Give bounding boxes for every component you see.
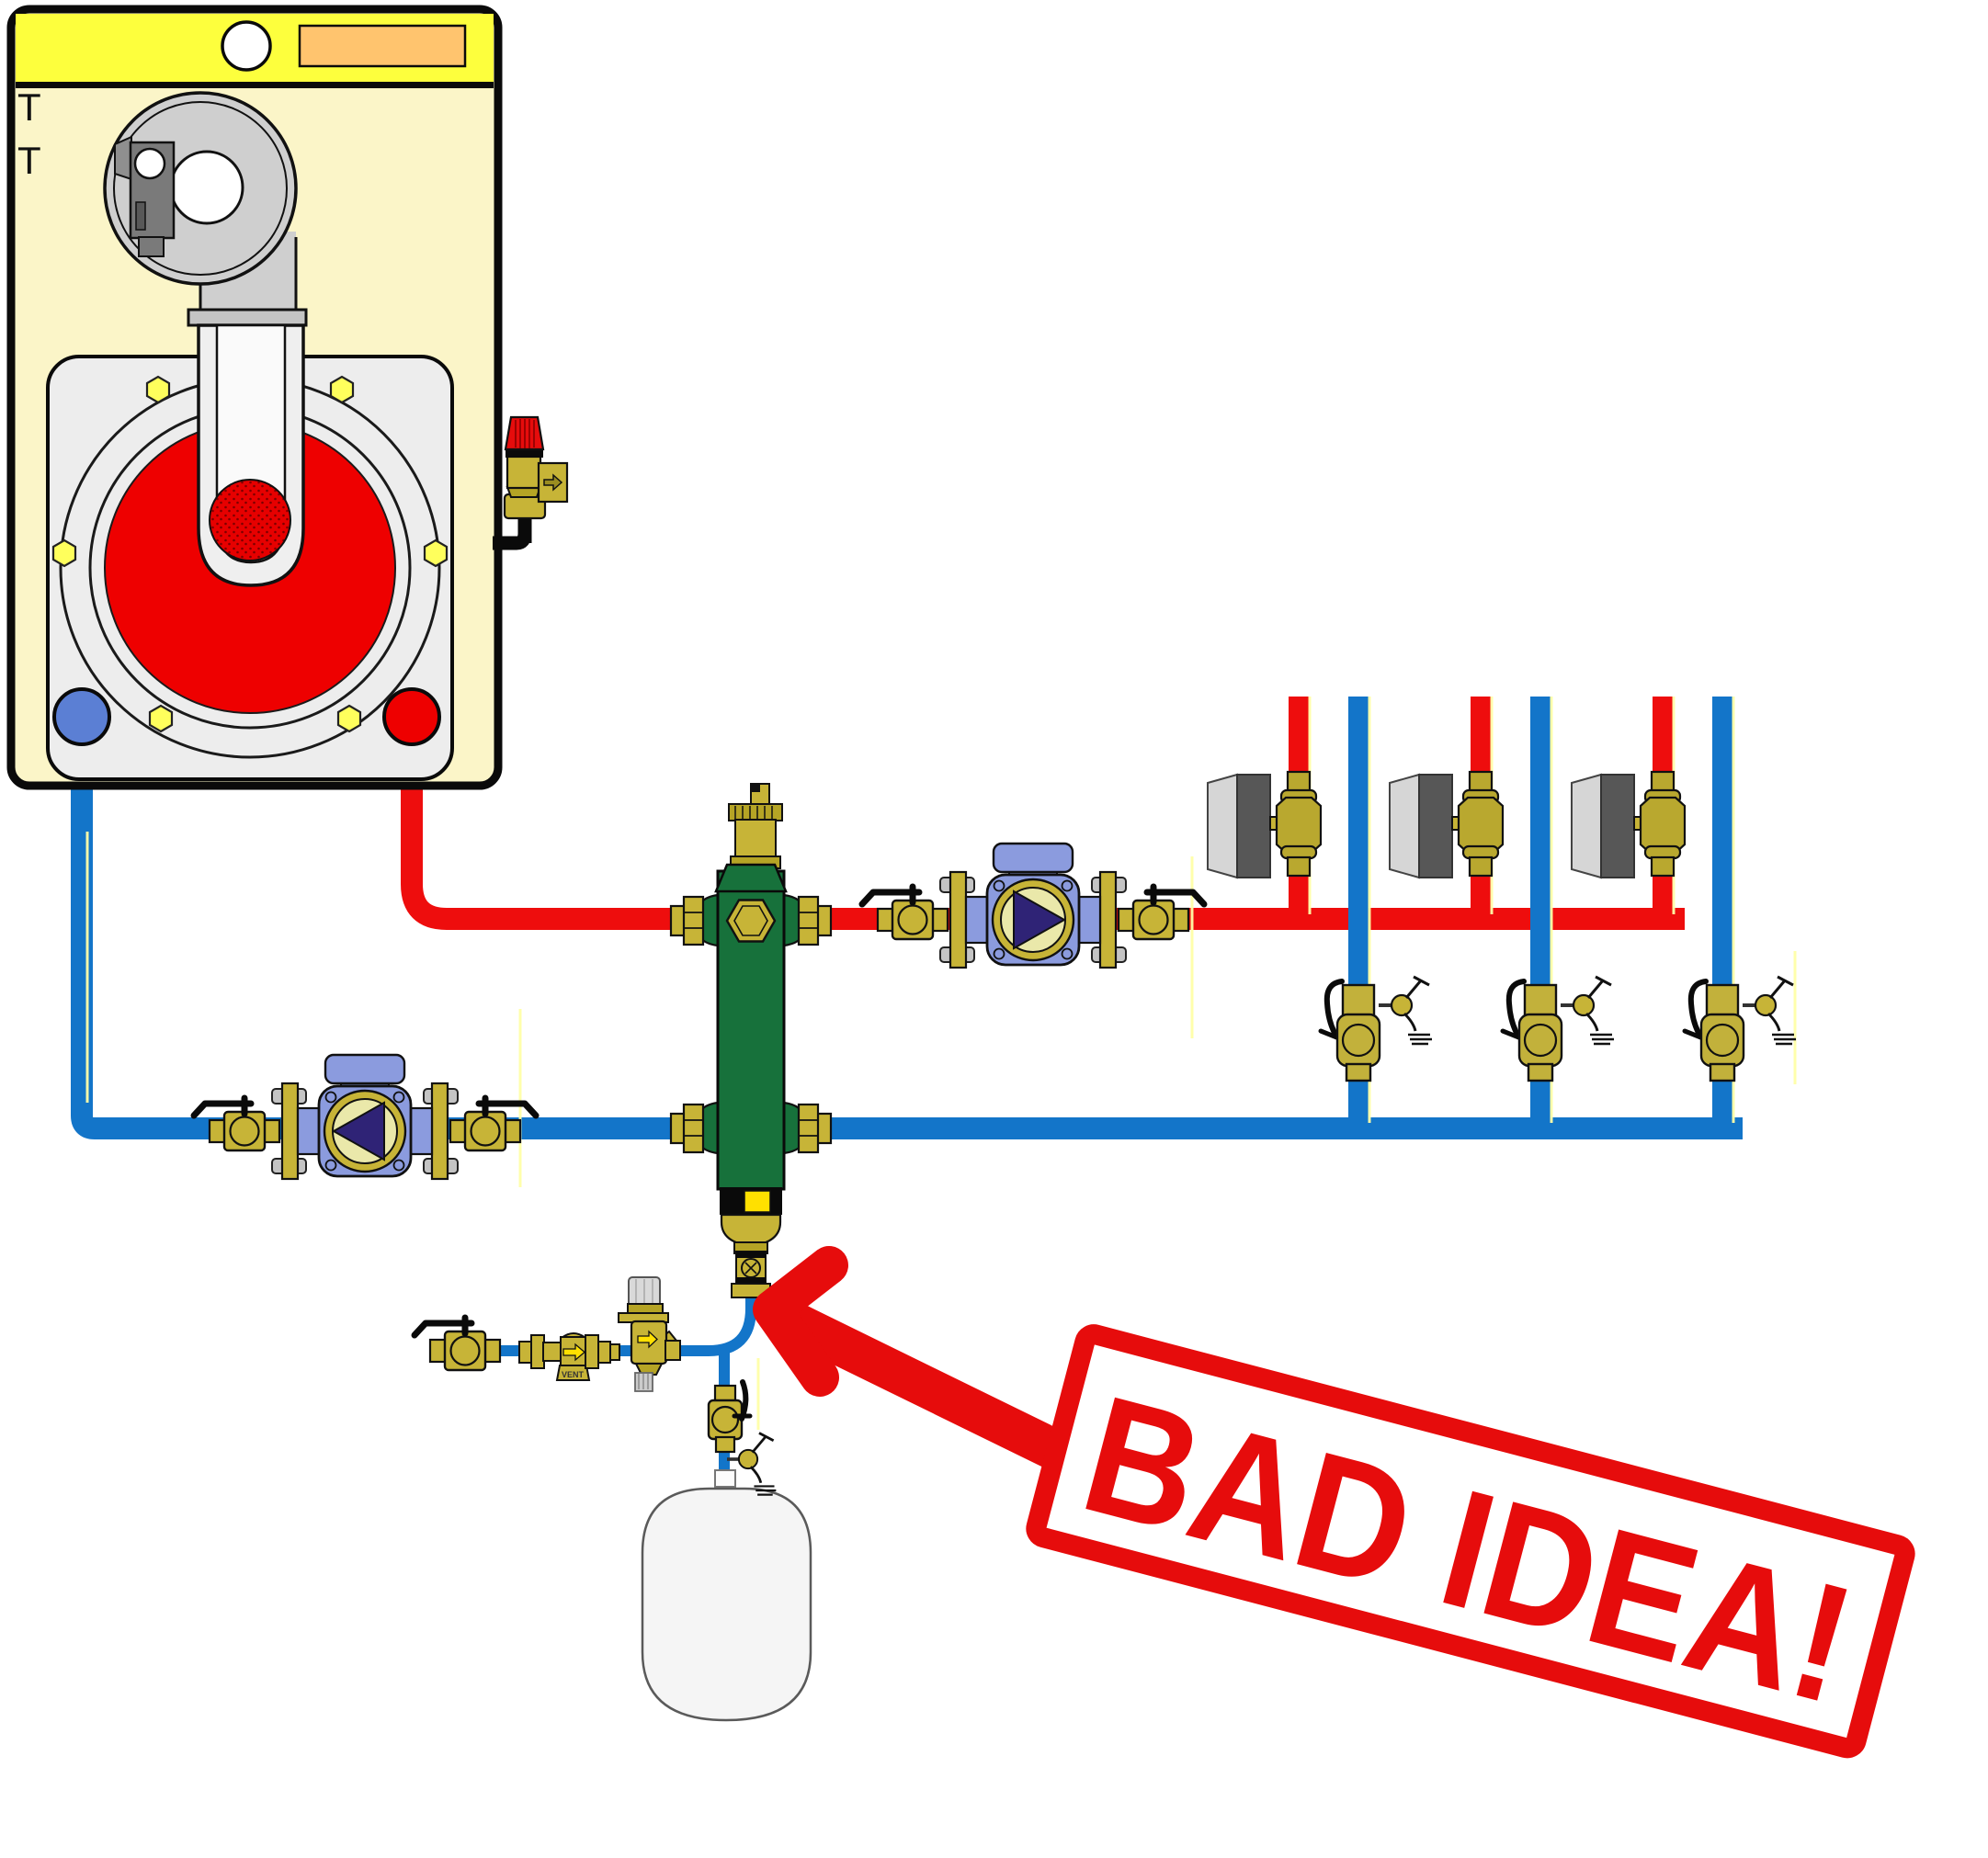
balancing-valve-2-icon — [1503, 977, 1614, 1081]
zone-valve-3-icon — [1570, 770, 1687, 879]
boiler-nameplate — [298, 24, 467, 68]
supply-pipe — [401, 726, 1685, 930]
return-circulator-pump-icon — [194, 1055, 536, 1179]
burner-tube — [187, 232, 308, 587]
return-pipe — [71, 726, 1743, 1139]
boiler-temp-label-2: T — [17, 139, 41, 182]
flame-icon — [209, 479, 291, 561]
separator-air-vent-icon — [728, 783, 783, 869]
tank-fitting — [714, 1469, 736, 1488]
expansion-tank-branch — [641, 1379, 812, 1722]
fill-ball-valve-icon — [415, 1318, 500, 1370]
pressure-relief-valve-icon — [493, 415, 569, 550]
separator-plug-icon — [725, 899, 777, 943]
hydraulic-separator — [669, 783, 833, 1298]
backflow-preventer-icon: VENT — [518, 1332, 620, 1381]
bolt-icon — [423, 538, 449, 568]
bolt-icon — [148, 704, 174, 733]
burner-blower-icon — [103, 91, 298, 286]
zone-valve-1-icon — [1206, 770, 1323, 879]
supply-circulator-pump-icon — [862, 844, 1204, 968]
expansion-tank-icon — [641, 1487, 812, 1722]
balancing-valve-3-icon — [1685, 977, 1796, 1081]
pressure-reducing-valve-icon — [618, 1276, 681, 1392]
stamp-text: BAD IDEA! — [1067, 1359, 1870, 1739]
fill-line — [464, 1288, 756, 1356]
bolt-icon — [329, 375, 355, 404]
tank-isolation-valve-icon — [707, 1379, 753, 1454]
fill-valve-assembly: VENT — [415, 1276, 681, 1392]
vent-label: VENT — [562, 1370, 585, 1379]
separator-drain-valve-icon — [720, 1187, 782, 1298]
boiler-sight-glass-icon — [221, 20, 272, 72]
boiler: T T — [6, 5, 503, 790]
bolt-icon — [51, 538, 77, 568]
bad-idea-stamp: BAD IDEA! — [1026, 1324, 1915, 1759]
balancing-valve-1-icon — [1321, 977, 1432, 1081]
zone-valve-2-icon — [1388, 770, 1505, 879]
boiler-temp-label-1: T — [17, 85, 41, 129]
boiler-supply-port — [382, 687, 441, 746]
bolt-icon — [145, 375, 171, 404]
boiler-return-port — [52, 687, 111, 746]
annotation-arrow-icon — [753, 1246, 1095, 1480]
band-divider — [16, 82, 494, 88]
separator-unions — [669, 895, 833, 1154]
bolt-icon — [336, 704, 362, 733]
